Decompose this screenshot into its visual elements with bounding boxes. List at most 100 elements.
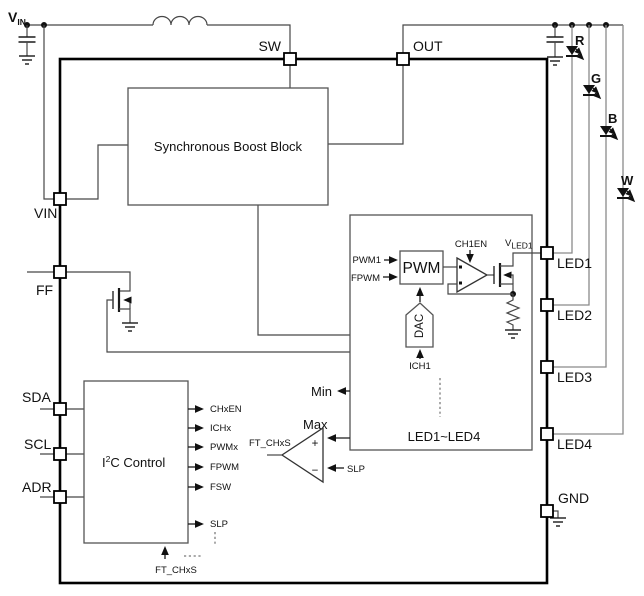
fpwm-input-label: FPWM [351,273,380,284]
vin-source-label: VIN [8,9,26,27]
pwmx-label: PWMx [210,442,238,453]
led-driver-caption: LED1~LED4 [408,429,481,444]
dac-label: DAC [414,314,426,338]
pwm1-input-label: PWM1 [353,255,382,266]
gnd-stub-wire [553,510,559,518]
blue-led-label: B [608,111,617,126]
pin-gnd: GND [540,490,589,518]
inductor-symbol [152,15,208,26]
led-driver-box [349,214,533,451]
input-capacitor-symbol [17,36,37,43]
input-cap-ground-symbol [18,55,36,65]
boost-block-box [127,87,329,206]
chip-pins: SW OUT VIN FF SDA SCL ADR LED1 [22,38,592,518]
sw-pin-label: SW [258,38,281,54]
boost-block: Synchronous Boost Block [66,65,404,336]
boost-to-driver-wire [257,205,350,336]
blue-string-wire [553,25,607,368]
pin-out: OUT [396,38,443,66]
ff-drain-wire [66,271,131,292]
white-led-label: W [621,173,634,188]
opamp-symbol [456,256,489,294]
feedback-wire [447,283,513,295]
vin-pin-square [53,192,67,206]
vin-pin-label: VIN [34,205,57,221]
led3-pin-label: LED3 [557,369,592,385]
out-rail-wire [402,24,623,53]
pin-scl: SCL [24,436,67,461]
fsw-label: FSW [210,482,231,493]
max-label: Max [303,417,328,432]
output-cap-ground-symbol [546,56,564,66]
ff-mosfet-network [27,271,350,353]
pin-led4: LED4 [540,427,592,452]
output-capacitor-symbol [545,36,565,43]
comparator-minus: − [312,465,319,477]
i2c-control-block: I2C Control CHxEN ICHx PWMx FPWM FSW SLP… [40,380,242,576]
led1-pin-square [540,246,554,260]
opamp-input-dot [459,281,462,285]
vin-internal-wire [66,144,128,200]
ff-gate-wire [106,299,350,353]
sda-pin-label: SDA [22,389,51,405]
opamp-input-dot [459,265,462,269]
ff-pin-label: FF [36,282,53,298]
led3-pin-square [540,360,554,374]
gnd-pin-label: GND [558,490,589,506]
boost-block-label: Synchronous Boost Block [154,139,303,154]
sda-pin-square [53,402,67,416]
vled1-label: VLED1 [505,238,533,251]
out-mosfet-drain-wire [500,252,541,267]
dac-symbol [405,302,434,348]
scl-pin-square [53,447,67,461]
led4-pin-square [540,427,554,441]
green-led-label: G [591,71,601,86]
out-pin-label: OUT [413,38,443,54]
ff-ground-symbol [121,322,139,332]
scl-pin-label: SCL [24,436,51,452]
red-string-wire [553,25,573,254]
white-string-wire [553,25,624,435]
out-mosfet-body-arrow [503,271,514,284]
i2c-label: I2C Control [102,454,165,470]
input-supply-network: VIN [8,9,291,200]
max-comparator-symbol [280,426,324,484]
led-string-green: G [553,25,601,306]
ff-pin-square [53,265,67,279]
adr-pin-label: ADR [22,479,52,495]
vin-branch-wire [43,25,54,200]
pin-vin: VIN [34,192,67,221]
out-pin-square [396,52,410,66]
white-led-symbol [617,188,634,201]
comparator-plus: + [312,438,319,450]
min-label: Min [311,384,332,399]
led-string-red: R [553,25,585,254]
gnd-ground-symbol [549,517,567,527]
green-string-wire [553,25,590,306]
ich1-label: ICH1 [409,361,431,372]
chxen-label: CHxEN [210,404,242,415]
pin-adr: ADR [22,479,67,504]
ftchxs-output-label: FT_CHxS [249,438,291,449]
red-led-label: R [575,33,585,48]
pin-led3: LED3 [540,360,592,385]
led2-pin-label: LED2 [557,307,592,323]
blue-led-symbol [600,126,617,139]
led4-pin-label: LED4 [557,436,592,452]
pin-ff: FF [36,265,67,298]
led2-pin-square [540,298,554,312]
led-driver-block: PWM1 FPWM PWM CH1EN VLED1 DAC ICH1 LED1~… [349,214,541,451]
pwm-box [399,250,444,285]
ftchxs-input-label: FT_CHxS [155,565,197,576]
slp-out-label: SLP [210,519,228,530]
led-string-white: W [553,25,634,435]
gnd-pin-square [540,504,554,518]
led-strings: R G B W [553,25,634,435]
adr-pin-square [53,490,67,504]
pin-led2: LED2 [540,298,592,323]
minmax-comparator: Min Max + − SLP FT_CHxS [249,384,365,484]
ff-source-wire [119,308,131,323]
pwm-box-label: PWM [403,260,441,277]
